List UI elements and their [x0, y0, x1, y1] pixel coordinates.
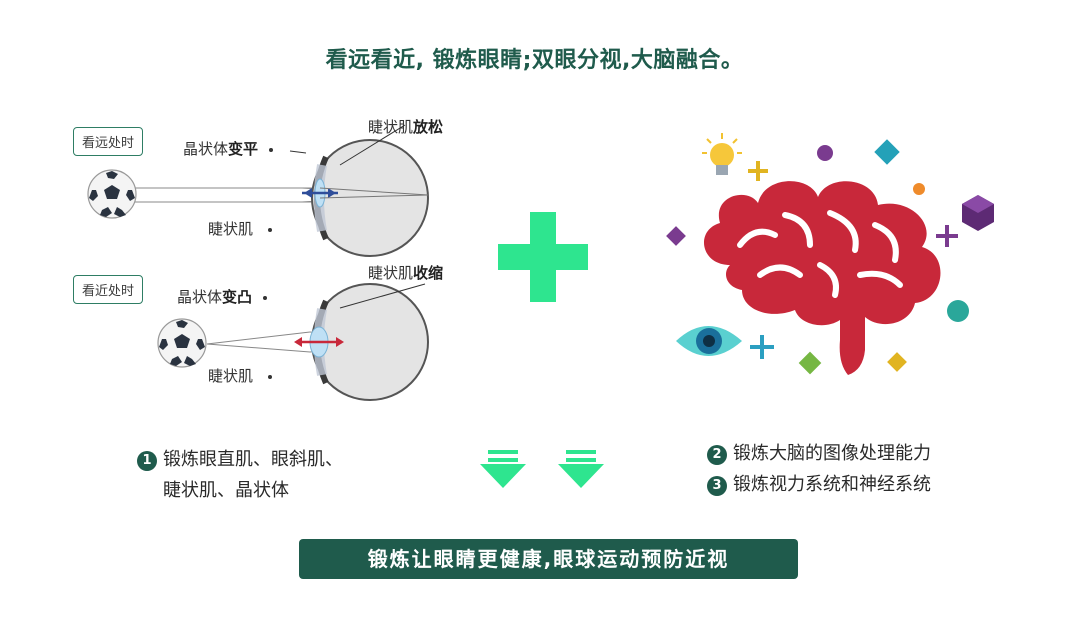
tag-look-far: 看远处时 [73, 127, 144, 156]
near-lens-label: 晶状体变凸 [177, 286, 267, 307]
number-badge: 1 [137, 451, 157, 471]
down-arrow-icon [558, 450, 604, 488]
eye-cross-section-icon [289, 124, 429, 257]
plus-icon [498, 212, 588, 302]
eye-cross-section-icon [294, 283, 429, 401]
far-lens-label: 晶状体变平 [183, 138, 273, 159]
near-ciliary-top-label: 睫状肌收缩 [368, 264, 444, 282]
far-ciliary-top-label: 睫状肌放松 [368, 118, 444, 136]
soccer-ball-icon [87, 169, 137, 219]
bottom-banner: 锻炼让眼睛更健康,眼球运动预防近视 [299, 539, 798, 579]
tag-look-near: 看近处时 [73, 275, 144, 304]
page-title: 看远看近, 锻炼眼睛;双眼分视,大脑融合。 [325, 48, 744, 73]
brain-illustration [666, 133, 994, 375]
lightbulb-icon [702, 133, 742, 175]
eye-icon [676, 326, 742, 356]
near-ciliary-bottom-label: 睫状肌 [208, 365, 272, 386]
soccer-ball-icon [157, 318, 207, 368]
far-ciliary-bottom-label: 睫状肌 [208, 218, 272, 239]
down-arrow-icon [480, 450, 526, 488]
number-badge: 2 [707, 445, 727, 465]
number-badge: 3 [707, 476, 727, 496]
brain-icon [703, 181, 941, 375]
